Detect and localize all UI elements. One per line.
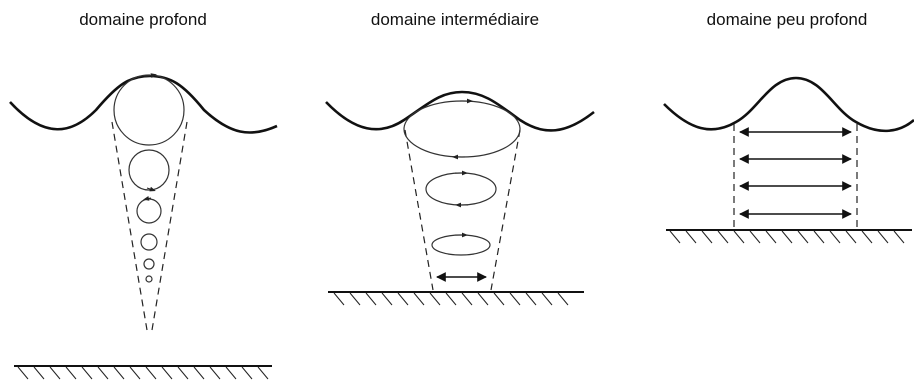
deep-seabed-hatching [17,366,269,380]
seabed-hatch-stroke [381,292,393,306]
seabed-hatch-stroke [209,366,221,380]
deep-water-surface-wave [9,74,278,134]
panel-title-intermediate: domaine intermédiaire [370,10,540,29]
seabed-hatch-stroke [845,230,857,244]
seabed-hatch-stroke [241,366,253,380]
deep-orbit-3 [136,198,162,224]
seabed-hatch-stroke [81,366,93,380]
seabed-hatch-stroke [493,292,505,306]
seabed-hatch-stroke [461,292,473,306]
seabed-hatch-stroke [17,366,29,380]
intermediate-orbit-3 [431,234,491,256]
seabed-hatch-stroke [333,292,345,306]
seabed-hatch-stroke [445,292,457,306]
seabed-hatch-stroke [365,292,377,306]
seabed-hatch-stroke [685,230,697,244]
panel-title-shallow: domaine peu profond [706,10,868,29]
deep-envelope-left [111,121,148,331]
intermediate-envelope-right [490,129,521,291]
seabed-hatch-stroke [781,230,793,244]
seabed-hatch-stroke [225,366,237,380]
seabed-hatch-stroke [765,230,777,244]
deep-orbit-4 [140,233,158,251]
intermediate-panel [325,90,595,306]
deep-orbit-5 [143,258,155,270]
shallow-surface-wave [663,76,914,133]
seabed-hatch-stroke [701,230,713,244]
seabed-hatch-stroke [145,366,157,380]
deep-envelope-right [151,121,188,331]
seabed-hatch-stroke [509,292,521,306]
seabed-hatch-stroke [797,230,809,244]
seabed-hatch-stroke [129,366,141,380]
seabed-hatch-stroke [257,366,269,380]
seabed-hatch-stroke [813,230,825,244]
seabed-hatch-stroke [193,366,205,380]
seabed-hatch-stroke [749,230,761,244]
deep-orbit-3-arrow-icon [143,196,152,201]
shallow-seabed-hatching [669,230,905,244]
seabed-hatch-stroke [413,292,425,306]
seabed-hatch-stroke [65,366,77,380]
seabed-hatch-stroke [177,366,189,380]
deep-orbit-1 [113,74,185,146]
seabed-hatch-stroke [717,230,729,244]
intermediate-envelope-left [404,129,434,291]
seabed-hatch-stroke [397,292,409,306]
seabed-hatch-stroke [893,230,905,244]
seabed-hatch-stroke [97,366,109,380]
seabed-hatch-stroke [525,292,537,306]
seabed-hatch-stroke [113,366,125,380]
seabed-hatch-stroke [541,292,553,306]
seabed-hatch-stroke [733,230,745,244]
seabed-hatch-stroke [861,230,873,244]
panel-title-deep: domaine profond [79,10,207,29]
seabed-hatch-stroke [877,230,889,244]
seabed-hatch-stroke [669,230,681,244]
deep-orbit-2-arrow-icon [146,186,156,192]
seabed-hatch-stroke [33,366,45,380]
seabed-hatch-stroke [829,230,841,244]
deep-orbit-6 [145,275,153,283]
seabed-hatch-stroke [429,292,441,306]
shallow-panel [663,76,914,244]
intermediate-surface-wave [325,90,595,132]
intermediate-seabed-hatching [333,292,569,306]
deep-water-panel [9,73,278,380]
intermediate-orbit-2 [425,172,497,206]
seabed-hatch-stroke [349,292,361,306]
intermediate-orbit-1 [403,100,521,158]
seabed-hatch-stroke [49,366,61,380]
deep-orbit-2 [128,149,170,191]
seabed-hatch-stroke [161,366,173,380]
seabed-hatch-stroke [557,292,569,306]
deep-orbit-1-arrow-icon [143,73,157,78]
seabed-hatch-stroke [477,292,489,306]
